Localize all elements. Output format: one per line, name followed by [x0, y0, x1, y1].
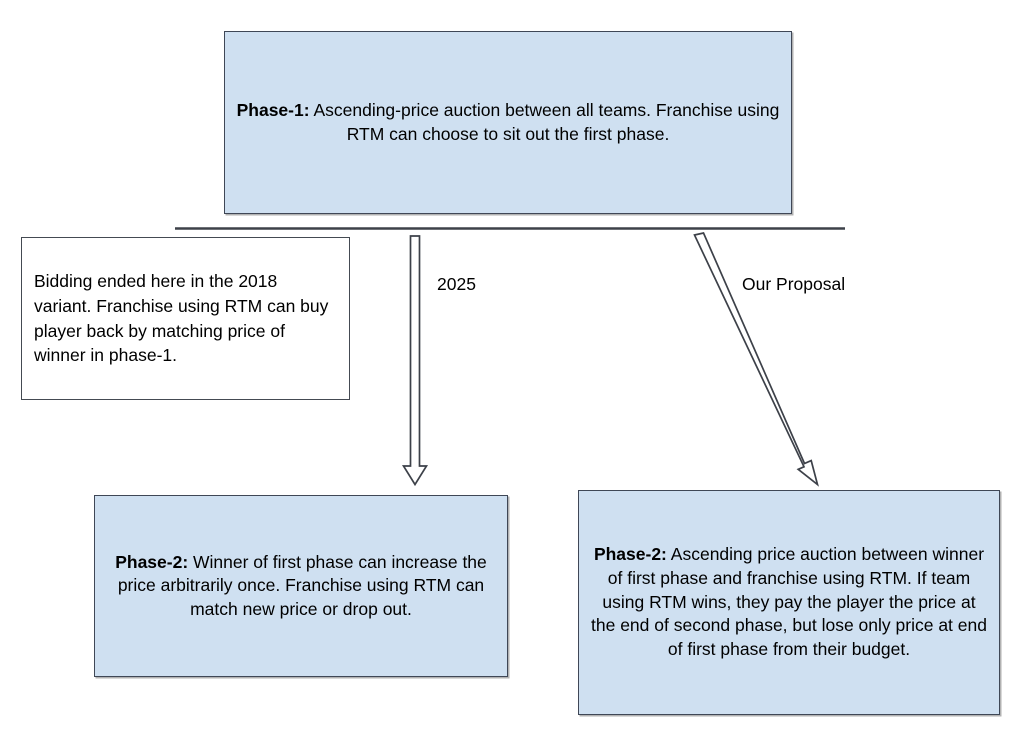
node-phase-2-proposal[interactable]: Phase-2: Ascending price auction between…: [578, 490, 1000, 715]
node-phase-2-proposal-text: Phase-2: Ascending price auction between…: [589, 543, 989, 661]
node-phase-1[interactable]: Phase-1: Ascending-price auction between…: [224, 31, 792, 214]
edge-label-our-proposal: Our Proposal: [742, 274, 846, 294]
diagonal-block-arrow: [693, 232, 819, 487]
node-phase-1-body: Ascending-price auction between all team…: [309, 99, 780, 144]
node-phase-2-2025-text: Phase-2: Winner of first phase can incre…: [105, 551, 497, 622]
node-phase-2-2025[interactable]: Phase-2: Winner of first phase can incre…: [94, 495, 508, 677]
vertical-block-arrow: [401, 235, 429, 487]
node-phase-2-proposal-label: Phase-2:: [593, 544, 667, 565]
node-phase-2-2025-label: Phase-2:: [115, 551, 189, 572]
node-2018-variant-note-text: Bidding ended here in the 2018 variant. …: [34, 270, 329, 366]
node-phase-2-proposal-body: Ascending price auction between winner o…: [591, 544, 987, 659]
node-phase-1-label: Phase-1:: [236, 99, 310, 120]
node-2018-variant-note[interactable]: Bidding ended here in the 2018 variant. …: [21, 237, 350, 400]
node-phase-1-text: Phase-1: Ascending-price auction between…: [235, 99, 781, 146]
edge-label-2025: 2025: [437, 274, 476, 294]
node-phase-2-2025-body: Winner of first phase can increase the p…: [117, 551, 487, 619]
